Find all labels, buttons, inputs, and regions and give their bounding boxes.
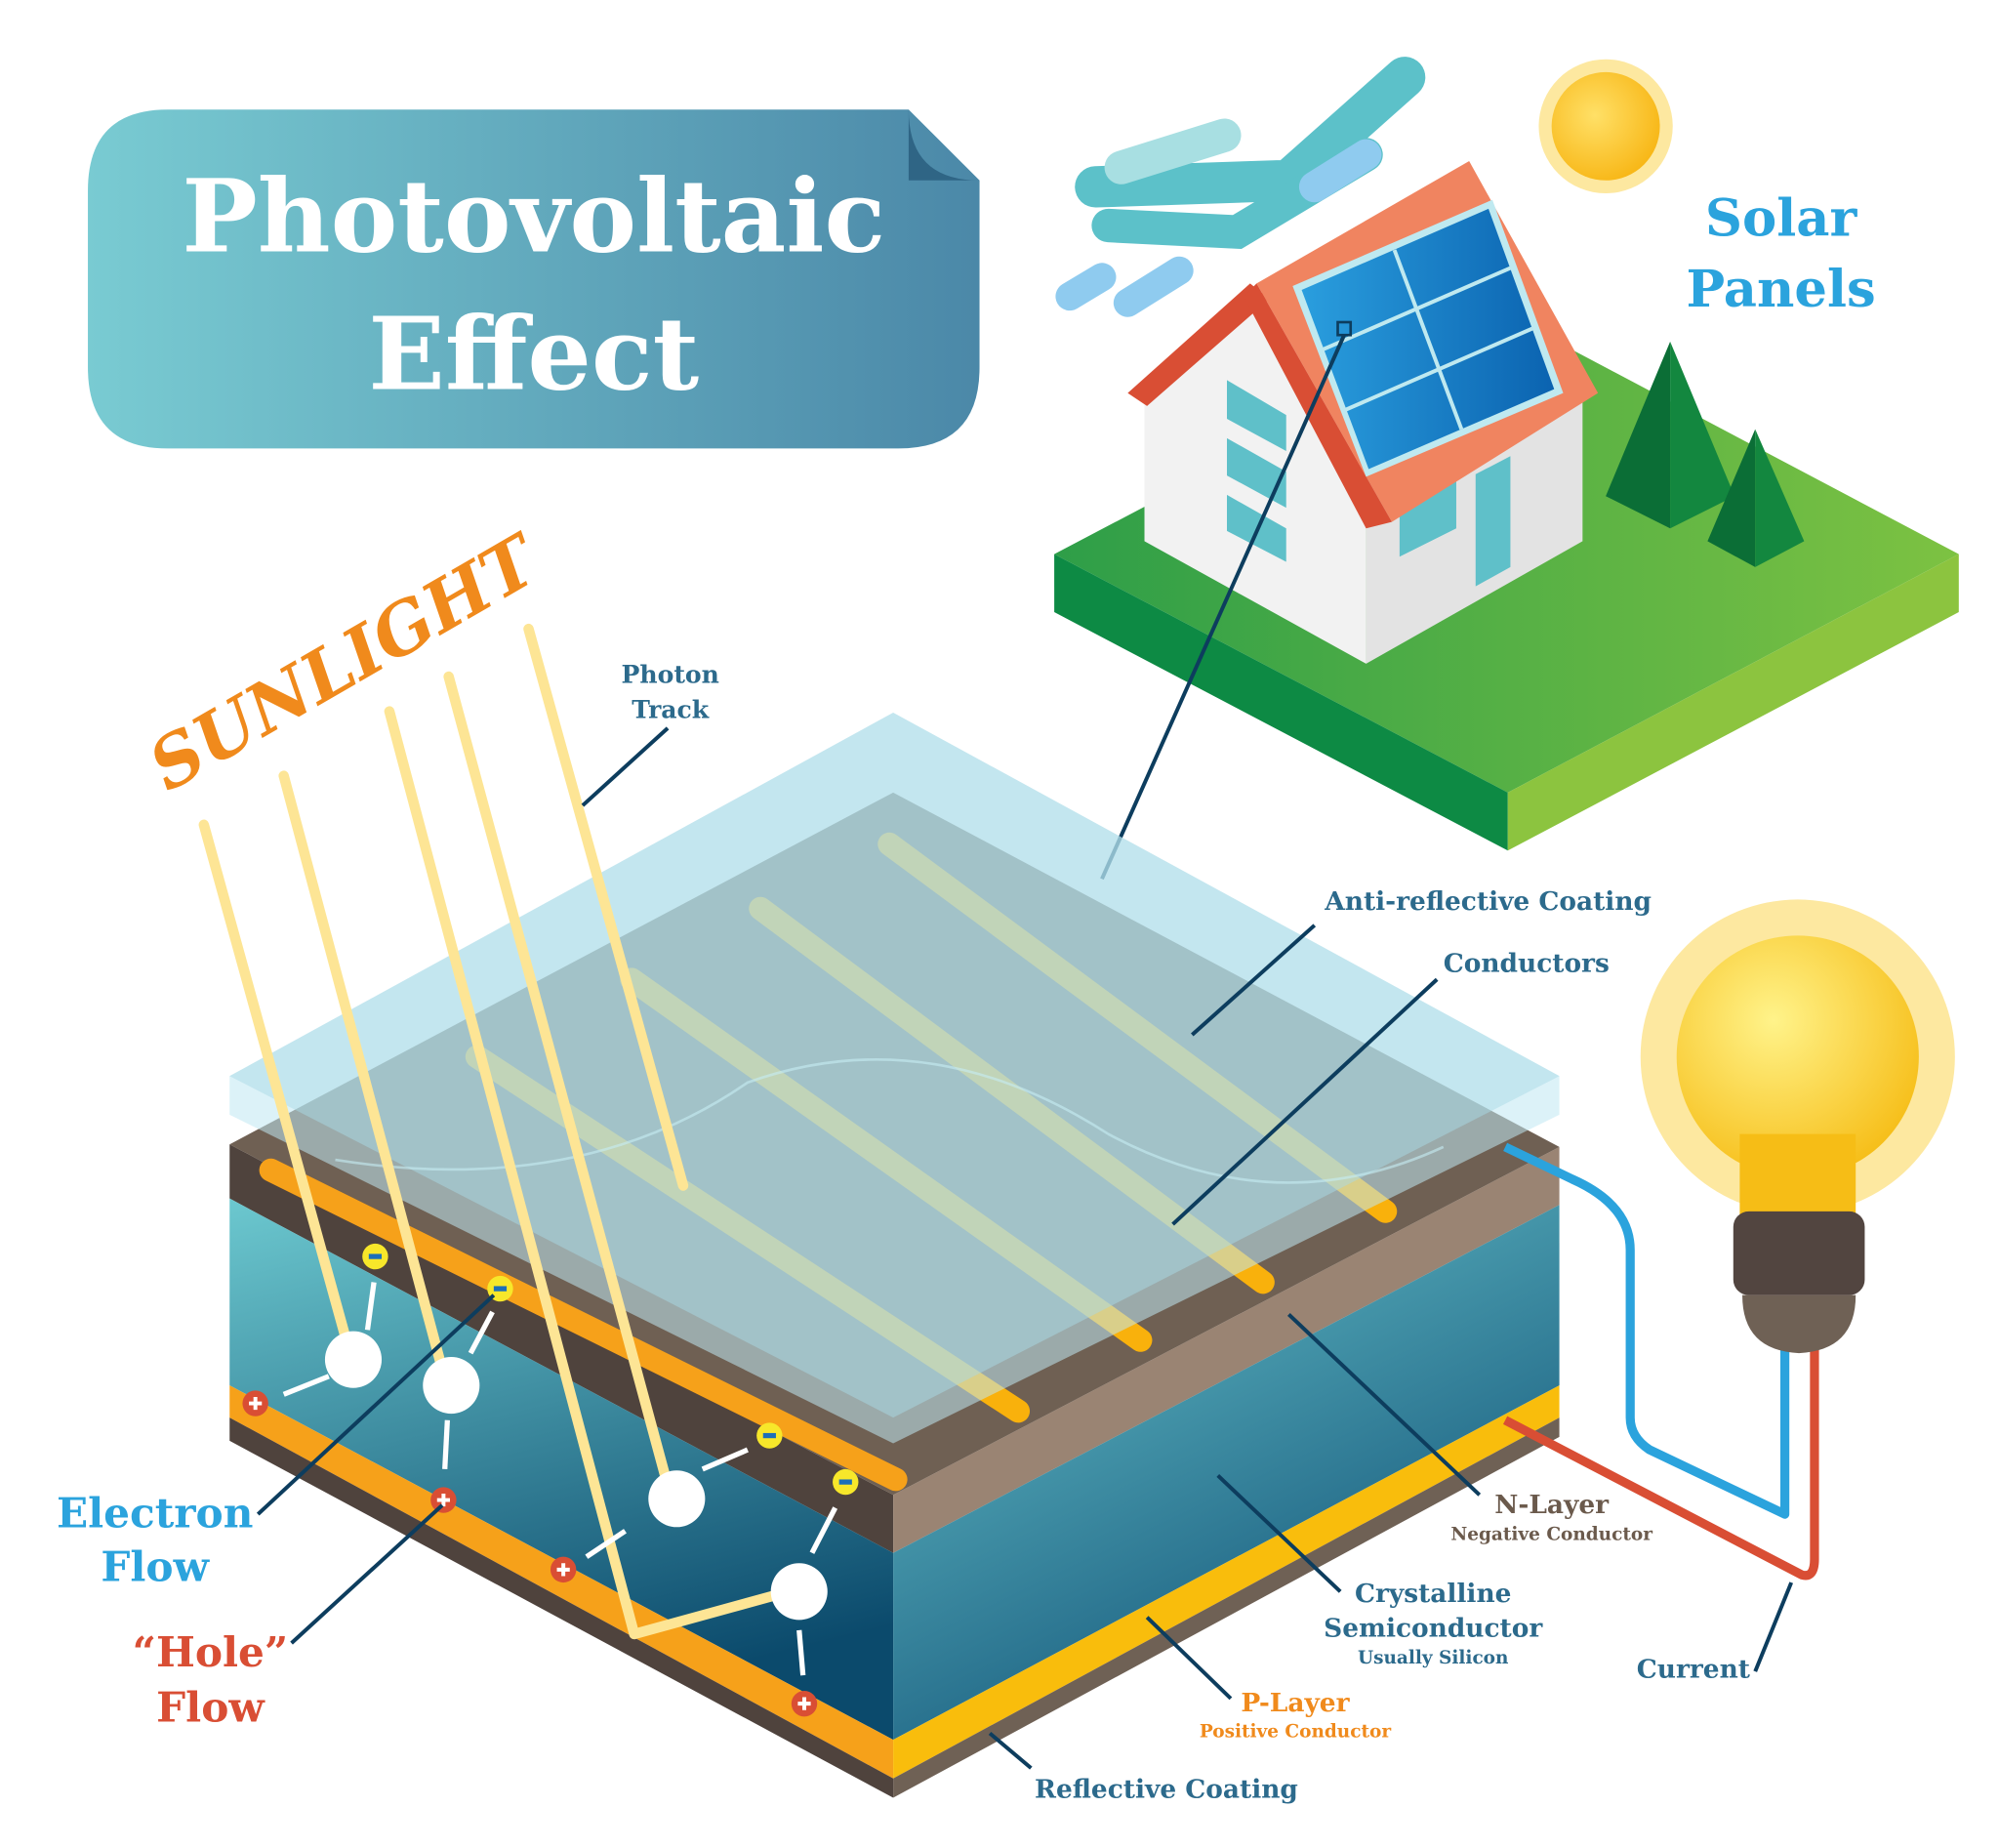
electron-icon	[362, 1243, 388, 1270]
sunlight-label: SUNLIGHT	[135, 517, 554, 807]
solar-panel-grid	[1323, 249, 1533, 431]
impact-burst-icon	[770, 1563, 828, 1621]
glass-top	[229, 713, 1560, 1418]
circuit-wires	[1502, 1142, 1819, 1581]
reflective-right-face	[893, 1417, 1560, 1798]
p-layer-sub-label: Positive Conductor	[1200, 1721, 1391, 1742]
title-box	[88, 109, 980, 449]
photon-tracks	[198, 623, 795, 1640]
solar-panels-line-2: Panels	[1686, 259, 1875, 319]
hole-flow-label-2: Flow	[156, 1683, 265, 1732]
tree-icon	[1606, 341, 1805, 567]
sun-icon	[1538, 59, 1673, 194]
folded-corner	[908, 109, 980, 181]
title-banner: Photovoltaic Effect	[88, 109, 980, 449]
semiconductor-right-face	[893, 1205, 1560, 1741]
conductors-label: Conductors	[1444, 948, 1610, 978]
hole-plus-icon	[791, 1690, 818, 1717]
electrons	[362, 1243, 859, 1496]
current-label: Current	[1637, 1655, 1751, 1685]
photon-track-label-2: Track	[632, 694, 710, 723]
crystalline-label-2: Semiconductor	[1324, 1614, 1543, 1644]
crystalline-sub-label: Usually Silicon	[1358, 1648, 1508, 1668]
clouds-icon	[1055, 57, 1426, 317]
hole-plus-icon	[242, 1390, 268, 1417]
hole-plus-icon	[430, 1487, 457, 1513]
lawn-side-right	[1507, 554, 1959, 851]
lawn-side-left	[1054, 554, 1508, 851]
holes	[242, 1390, 818, 1717]
hole-flow-label-1: “Hole”	[133, 1627, 289, 1676]
zoom-leader-line	[1100, 334, 1346, 881]
impact-burst-icon	[423, 1357, 480, 1415]
light-bulb-icon	[1640, 899, 1955, 1354]
electron-icon	[833, 1468, 859, 1496]
p-layer-right-face	[893, 1385, 1560, 1779]
hole-plus-icon	[550, 1556, 577, 1583]
roof-side	[1244, 283, 1392, 529]
anti-reflective-label: Anti-reflective Coating	[1324, 886, 1652, 917]
impact-burst-icon	[324, 1331, 383, 1388]
photon-impacts	[324, 1331, 828, 1621]
roof-edge	[1127, 283, 1270, 406]
labels: Photon Track Anti-reflective Coating Con…	[57, 660, 1751, 1805]
motion-arrows	[282, 1282, 838, 1676]
photon-track-label-1: Photon	[622, 660, 719, 689]
title-line-2: Effect	[368, 296, 699, 414]
impact-burst-icon	[648, 1470, 706, 1528]
crystalline-label-1: Crystalline	[1355, 1579, 1511, 1609]
positive-wire	[1502, 1339, 1819, 1581]
p-layer-label: P-Layer	[1241, 1688, 1350, 1718]
electron-flow-label-2: Flow	[101, 1542, 210, 1591]
solar-panels-line-1: Solar	[1705, 188, 1858, 249]
house-scene	[1054, 161, 1959, 881]
title-line-1: Photovoltaic	[182, 157, 885, 275]
reflective-coating-label: Reflective Coating	[1035, 1775, 1298, 1805]
electron-icon	[756, 1422, 783, 1449]
n-layer-label: N-Layer	[1494, 1490, 1610, 1520]
electron-flow-label-1: Electron	[57, 1488, 253, 1537]
negative-wire	[1503, 1142, 1790, 1519]
glass-wave	[335, 1058, 1445, 1184]
n-layer-right-face	[893, 1146, 1560, 1553]
leader-lines	[256, 726, 1794, 1770]
n-layer-sub-label: Negative Conductor	[1450, 1525, 1652, 1545]
solar-cell-cross-section	[198, 623, 1560, 1798]
reflective-left-face	[229, 1417, 894, 1798]
